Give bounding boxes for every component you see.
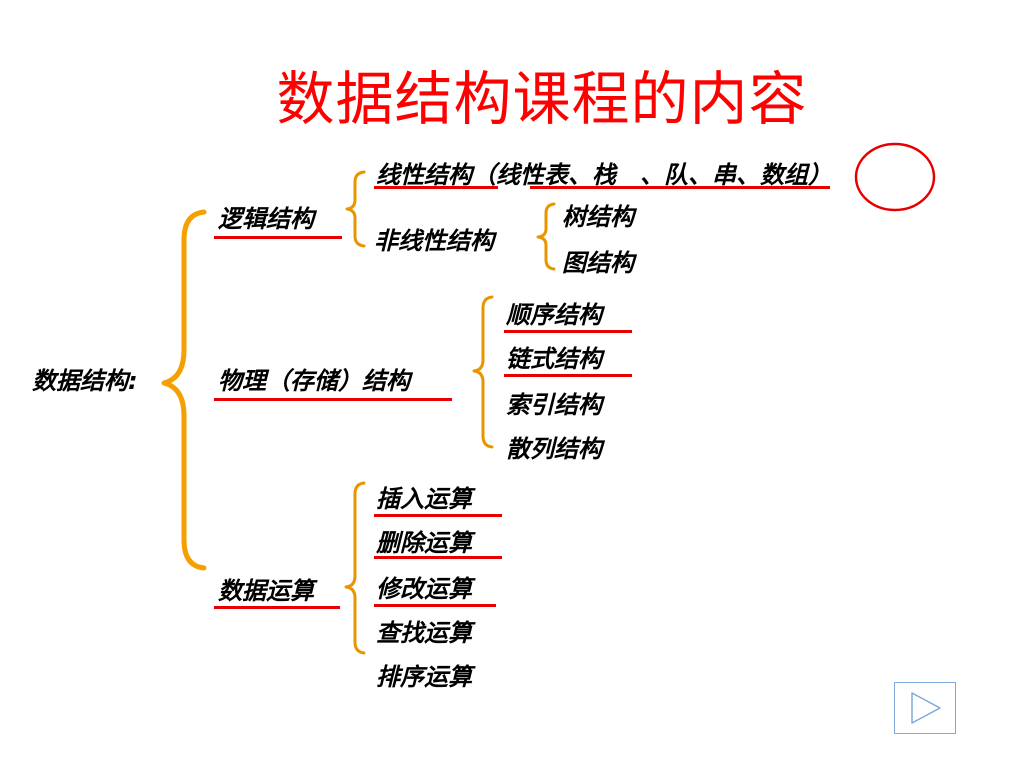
linked-structure-label: 链式结构 xyxy=(506,345,602,373)
linear-structure-underline xyxy=(374,186,498,189)
delete-operation-underline xyxy=(374,556,502,559)
sort-operation-label: 排序运算 xyxy=(376,663,472,691)
operations-brace xyxy=(344,481,366,655)
linear-list-underline xyxy=(530,186,830,189)
linear-structure-label: 线性结构（线性表、栈 、队、串、数组） xyxy=(376,161,832,189)
search-operation-label: 查找运算 xyxy=(376,619,472,647)
nonlinear-brace xyxy=(536,202,556,271)
sequential-structure-label: 顺序结构 xyxy=(506,301,602,329)
physical-structure-underline xyxy=(214,398,452,401)
main-brace xyxy=(161,209,207,571)
play-next-icon xyxy=(911,692,941,724)
slide-title: 数据结构课程的内容 xyxy=(276,65,808,133)
logical-structure-label: 逻辑结构 xyxy=(218,205,314,233)
next-slide-button[interactable] xyxy=(894,682,956,734)
data-operations-label: 数据运算 xyxy=(218,577,314,605)
insert-operation-underline xyxy=(374,514,502,517)
logical-brace xyxy=(345,170,366,248)
insert-operation-label: 插入运算 xyxy=(376,485,472,513)
physical-structure-label: 物理（存储）结构 xyxy=(218,367,410,395)
tree-structure-label: 树结构 xyxy=(562,203,634,231)
modify-operation-underline xyxy=(374,604,496,607)
hashed-structure-label: 散列结构 xyxy=(506,435,602,463)
modify-operation-label: 修改运算 xyxy=(376,575,472,603)
data-operations-underline xyxy=(214,606,340,609)
root-label: 数据结构: xyxy=(32,367,138,395)
linked-structure-underline xyxy=(504,374,632,377)
graph-structure-label: 图结构 xyxy=(562,249,634,277)
array-highlight-circle xyxy=(854,142,936,212)
physical-brace xyxy=(472,295,494,449)
logical-structure-underline xyxy=(214,236,342,239)
delete-operation-label: 删除运算 xyxy=(376,529,472,557)
nonlinear-structure-label: 非线性结构 xyxy=(374,227,494,255)
sequential-structure-underline xyxy=(504,330,632,333)
indexed-structure-label: 索引结构 xyxy=(506,391,602,419)
